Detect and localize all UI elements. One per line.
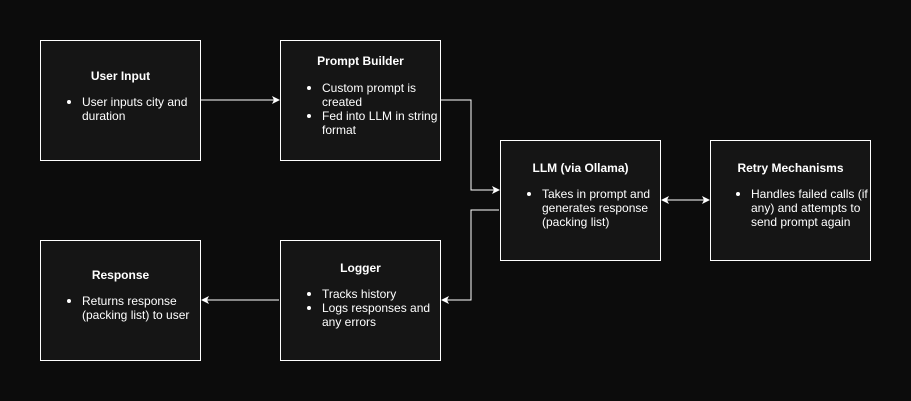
node-llm: LLM (via Ollama) Takes in prompt and gen… <box>500 140 661 261</box>
bullet-list: User inputs city and duration <box>66 95 196 123</box>
node-title: LLM (via Ollama) <box>532 161 629 175</box>
bullet-list: Returns response (packing list) to user <box>66 294 198 322</box>
node-prompt-builder: Prompt Builder Custom prompt is created … <box>280 40 441 161</box>
node-retry-mechanisms: Retry Mechanisms Handles failed calls (i… <box>710 140 871 261</box>
bullet-item: Fed into LLM in string format <box>306 109 438 137</box>
node-user-input: User Input User inputs city and duration <box>40 40 201 161</box>
edge-prompt-builder-to-llm <box>441 99 500 194</box>
bullet-item: Returns response (packing list) to user <box>66 294 198 322</box>
bullet-item: Tracks history <box>306 287 440 301</box>
bullet-list: Tracks history Logs responses and any er… <box>306 287 440 329</box>
bullet-item: User inputs city and duration <box>66 95 196 123</box>
bullet-item: Takes in prompt and generates response (… <box>526 187 660 229</box>
bullet-list: Custom prompt is created Fed into LLM in… <box>306 81 438 137</box>
node-title: Prompt Builder <box>317 54 404 68</box>
bullet-item: Logs responses and any errors <box>306 301 440 329</box>
node-title: Logger <box>340 261 381 275</box>
node-logger: Logger Tracks history Logs responses and… <box>280 240 441 361</box>
edge-llm-to-logger <box>441 209 499 304</box>
bullet-item: Custom prompt is created <box>306 81 438 109</box>
bullet-item: Handles failed calls (if any) and attemp… <box>735 187 869 229</box>
node-title: Response <box>91 268 150 282</box>
node-response: Response Returns response (packing list)… <box>40 240 201 361</box>
bullet-list: Takes in prompt and generates response (… <box>526 187 660 229</box>
node-title: Retry Mechanisms <box>737 161 844 175</box>
bullet-list: Handles failed calls (if any) and attemp… <box>735 187 869 229</box>
node-title: User Input <box>90 69 151 83</box>
